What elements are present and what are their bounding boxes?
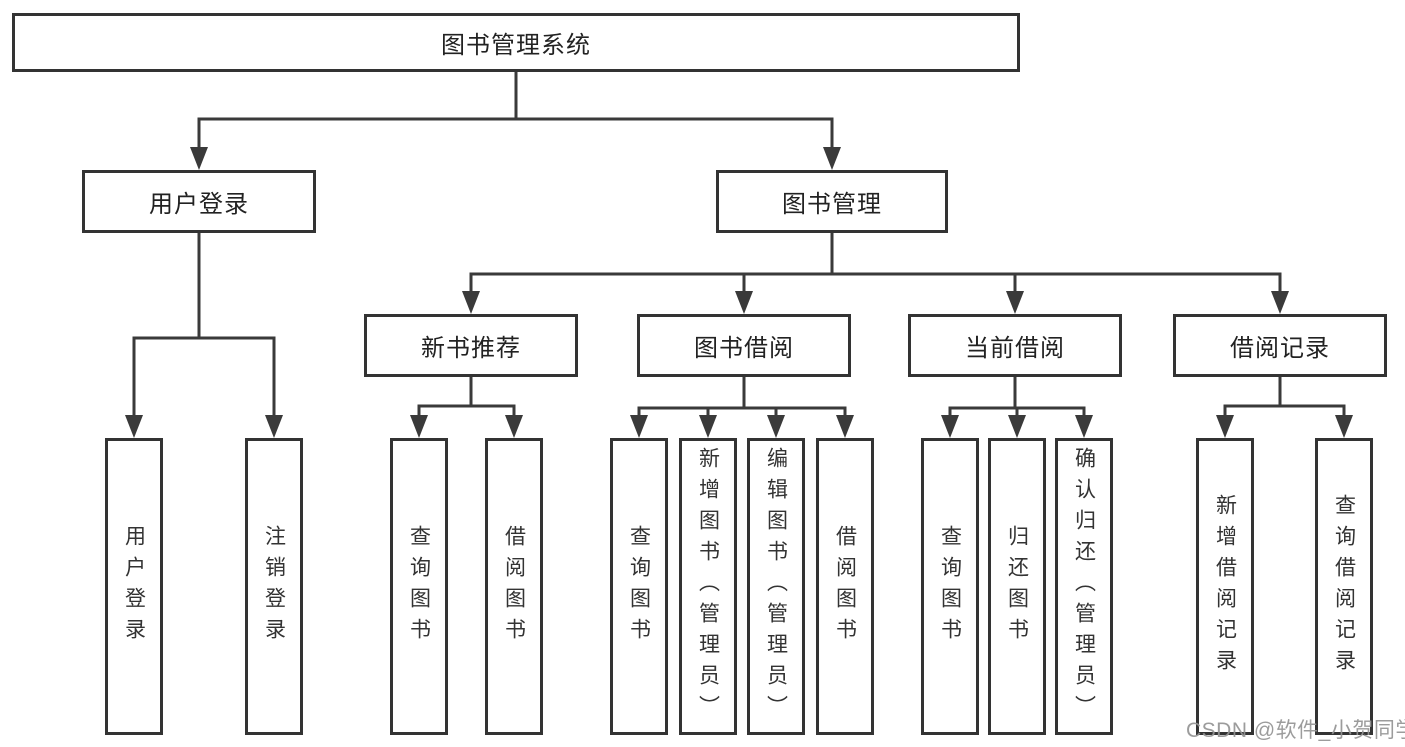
leaf-label: 归还图书 (1005, 524, 1029, 649)
node-new-book-recommend: 新书推荐 (364, 314, 578, 377)
leaf-user-login: 用户登录 (105, 438, 163, 735)
leaf-label: 新增图书（管理员） (696, 447, 720, 726)
leaf-edit-books-admin: 编辑图书（管理员） (747, 438, 805, 735)
node-user-login: 用户登录 (82, 170, 316, 233)
arrowhead-icons (125, 147, 1353, 438)
leaf-query-books-borrow: 查询图书 (610, 438, 668, 735)
leaf-query-books-recommend: 查询图书 (390, 438, 448, 735)
leaf-label: 查询图书 (627, 524, 651, 649)
node-borrow-records: 借阅记录 (1173, 314, 1387, 377)
leaf-label: 新增借阅记录 (1213, 493, 1237, 680)
leaf-borrow-books: 借阅图书 (816, 438, 874, 735)
leaf-label: 查询图书 (938, 524, 962, 649)
leaf-logout: 注销登录 (245, 438, 303, 735)
leaf-label: 查询借阅记录 (1332, 493, 1356, 680)
node-book-management: 图书管理 (716, 170, 948, 233)
leaf-label: 确认归还（管理员） (1072, 447, 1096, 726)
leaf-confirm-return-admin: 确认归还（管理员） (1055, 438, 1113, 735)
leaf-label: 用户登录 (122, 524, 146, 649)
leaf-label: 借阅图书 (833, 524, 857, 649)
leaf-return-books: 归还图书 (988, 438, 1046, 735)
node-current-borrow: 当前借阅 (908, 314, 1122, 377)
leaf-label: 借阅图书 (502, 524, 526, 649)
leaf-borrow-books-recommend: 借阅图书 (485, 438, 543, 735)
node-book-borrow: 图书借阅 (637, 314, 851, 377)
leaf-label: 注销登录 (262, 524, 286, 649)
leaf-query-books-current: 查询图书 (921, 438, 979, 735)
leaf-add-books-admin: 新增图书（管理员） (679, 438, 737, 735)
leaf-label: 查询图书 (407, 524, 431, 649)
leaf-label: 编辑图书（管理员） (764, 447, 788, 726)
csdn-watermark: CSDN @软件_小贺同学 (1186, 719, 1405, 742)
node-root-system: 图书管理系统 (12, 13, 1020, 72)
leaf-query-borrow-record: 查询借阅记录 (1315, 438, 1373, 735)
leaf-add-borrow-record: 新增借阅记录 (1196, 438, 1254, 735)
